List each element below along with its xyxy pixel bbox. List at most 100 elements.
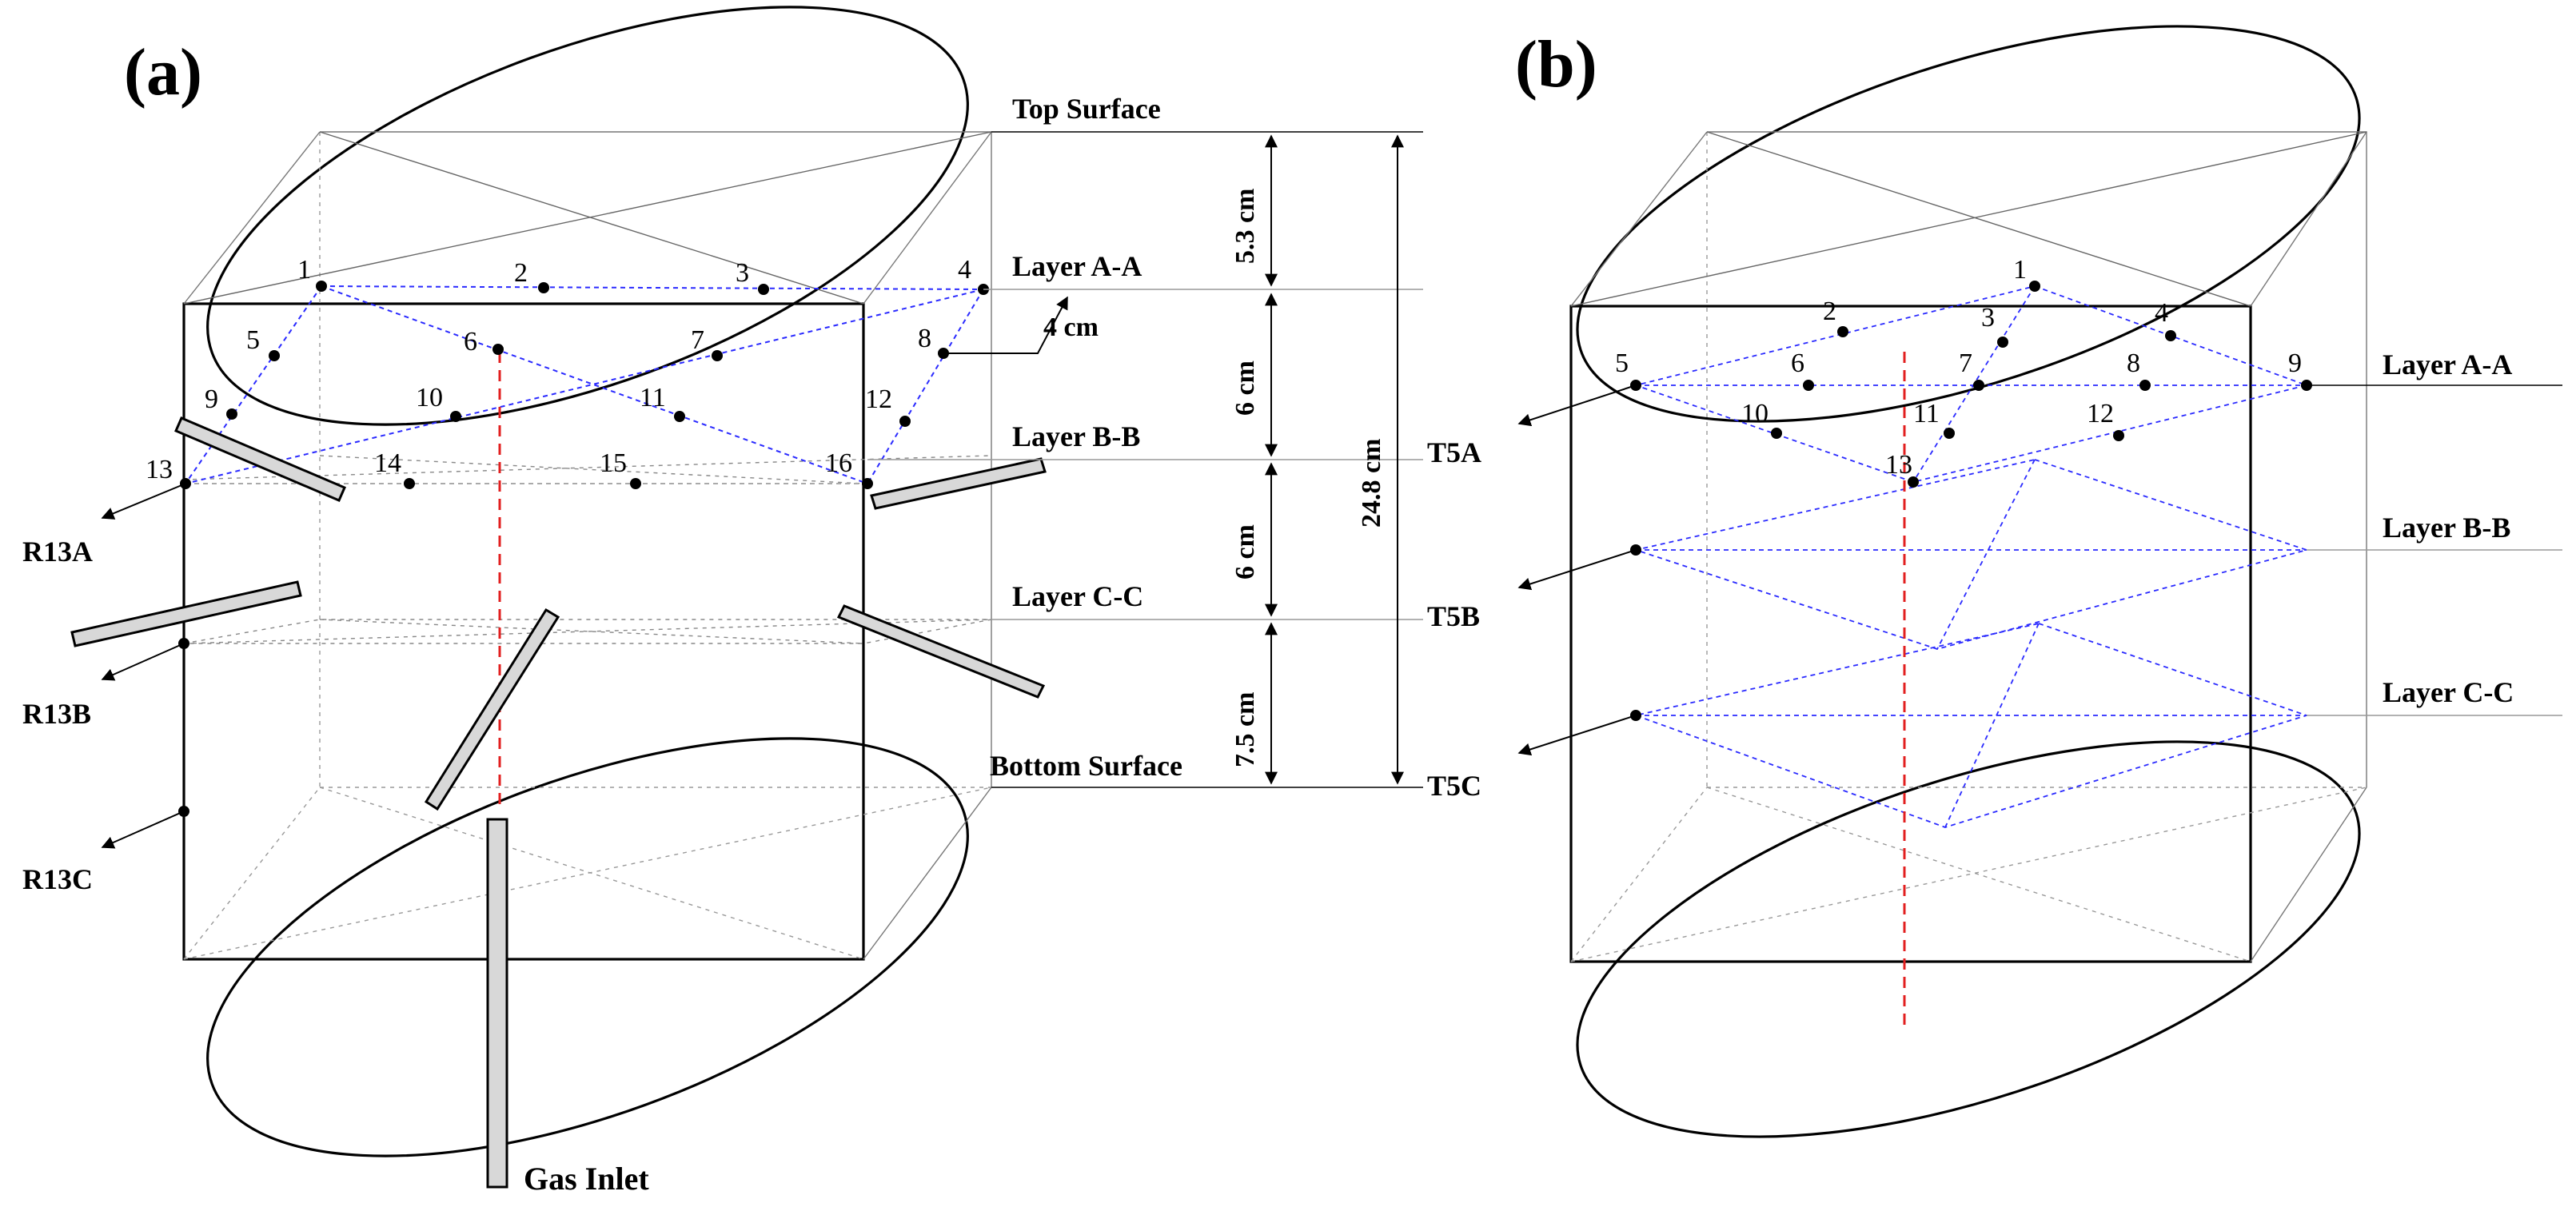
point-label-a-6: 6 — [464, 327, 477, 357]
cube-front-a — [182, 302, 865, 961]
point-label-a-12: 12 — [865, 384, 892, 414]
label-r13c: R13C — [22, 863, 93, 895]
label-layer-cc-b: Layer C-C — [2383, 676, 2514, 708]
point-b-10 — [1771, 428, 1782, 439]
point-label-a-11: 11 — [640, 383, 666, 412]
offset-label: 4 cm — [1043, 313, 1099, 342]
top-ellipse-a — [206, 6, 969, 426]
point-b-12 — [2113, 430, 2124, 441]
point-label-b-13: 13 — [1885, 450, 1912, 480]
top-ellipse-b — [1576, 25, 2361, 423]
point-label-a-4: 4 — [958, 255, 971, 285]
label-r13b: R13B — [22, 698, 91, 730]
point-b-8 — [2139, 380, 2151, 391]
tube-right-upper — [870, 457, 1047, 510]
bottom-ellipse-b — [1576, 740, 2361, 1138]
cylinder-b — [1569, 25, 2367, 1138]
point-label-a-7: 7 — [691, 325, 704, 355]
point-b-2 — [1837, 326, 1848, 337]
label-layer-bb-a: Layer B-B — [1012, 420, 1140, 452]
tube-center — [424, 608, 560, 811]
point-b-7 — [1973, 380, 1984, 391]
point-b-1 — [2029, 281, 2040, 292]
layer-labels-b: Layer A-A Layer B-B Layer C-C — [2383, 349, 2514, 708]
label-gas-inlet: Gas Inlet — [524, 1161, 649, 1197]
points-a — [178, 281, 989, 817]
point-label-a-15: 15 — [600, 448, 627, 478]
cube-front-b — [1569, 305, 2252, 963]
dim-7-5cm: 7.5 cm — [1230, 692, 1260, 767]
layer-labels-a: Top Surface Layer A-A Layer B-B Layer C-… — [990, 93, 1182, 782]
cylinder-a — [182, 6, 992, 1157]
points-b — [1630, 281, 2312, 721]
point-labels-a: 1 2 3 4 5 6 7 8 9 10 11 12 13 14 15 16 — [146, 255, 971, 484]
point-label-b-8: 8 — [2127, 349, 2140, 378]
point-b-4 — [2165, 330, 2176, 341]
point-a-5 — [269, 350, 280, 361]
point-a-2 — [538, 282, 549, 293]
point-label-b-4: 4 — [2155, 298, 2168, 328]
point-a-16 — [862, 478, 873, 489]
point-b-13 — [1908, 476, 1919, 488]
point-label-a-3: 3 — [736, 258, 749, 288]
label-bottom-surface: Bottom Surface — [990, 750, 1182, 782]
point-label-a-9: 9 — [205, 384, 218, 414]
panel-b: (b) — [1427, 25, 2562, 1138]
panel-b-tag: (b) — [1515, 27, 1597, 102]
probe-tubes-a — [70, 416, 1047, 1189]
point-label-a-1: 1 — [297, 255, 311, 285]
point-label-b-10: 10 — [1741, 399, 1769, 428]
dim-total: 24.8 cm — [1357, 439, 1386, 528]
label-layer-cc-a: Layer C-C — [1012, 580, 1143, 612]
offset-indicator — [943, 296, 1068, 354]
point-label-b-5: 5 — [1615, 349, 1629, 378]
point-label-b-9: 9 — [2288, 349, 2302, 378]
panel-a: (a) — [22, 6, 1423, 1197]
gas-inlet-tube — [486, 818, 508, 1189]
dimension-labels: 5.3 cm 6 cm 6 cm 7.5 cm 24.8 cm — [1230, 189, 1386, 767]
point-a-12 — [899, 416, 911, 427]
tube-r13a — [174, 416, 346, 502]
dim-6cm-lower: 6 cm — [1230, 524, 1260, 580]
point-a-1 — [316, 281, 327, 292]
layer-leaders-b — [2307, 384, 2562, 716]
tube-right-lower — [836, 604, 1046, 699]
point-label-b-3: 3 — [1981, 303, 1995, 333]
point-labels-b: 1 2 3 4 5 6 7 8 9 10 11 12 13 — [1615, 255, 2302, 480]
t5-arrows — [1517, 384, 1637, 756]
point-a-15 — [630, 478, 641, 489]
label-layer-aa-b: Layer A-A — [2383, 349, 2512, 380]
point-a-10 — [450, 411, 461, 422]
point-a-11 — [674, 411, 685, 422]
point-label-b-7: 7 — [1959, 349, 1972, 378]
point-a-3 — [758, 284, 769, 295]
point-label-b-2: 2 — [1823, 297, 1836, 326]
label-layer-aa-a: Layer A-A — [1012, 250, 1142, 282]
layer-leaders-a — [867, 131, 1423, 788]
point-label-a-8: 8 — [918, 324, 931, 353]
point-label-a-13: 13 — [146, 455, 173, 484]
bottom-ellipse-a — [206, 737, 969, 1157]
r13-arrows — [101, 483, 186, 849]
point-label-a-2: 2 — [514, 258, 528, 288]
label-t5b: T5B — [1427, 600, 1480, 632]
point-label-b-6: 6 — [1791, 349, 1804, 378]
label-r13a: R13A — [22, 536, 93, 568]
point-a-6 — [492, 344, 504, 355]
dim-6cm-upper: 6 cm — [1230, 361, 1260, 416]
point-label-a-14: 14 — [374, 448, 401, 478]
guide-lines-b — [1633, 285, 2310, 828]
dim-5-3cm: 5.3 cm — [1230, 189, 1260, 264]
point-a-9 — [226, 408, 237, 420]
point-label-a-5: 5 — [246, 325, 260, 355]
label-layer-bb-b: Layer B-B — [2383, 512, 2510, 544]
tube-r13b — [70, 580, 302, 647]
point-b-3 — [1997, 337, 2008, 348]
point-label-a-16: 16 — [825, 448, 852, 478]
point-a-7 — [712, 350, 723, 361]
point-b-6 — [1803, 380, 1814, 391]
label-top-surface: Top Surface — [1012, 93, 1161, 125]
label-t5c: T5C — [1427, 770, 1481, 802]
